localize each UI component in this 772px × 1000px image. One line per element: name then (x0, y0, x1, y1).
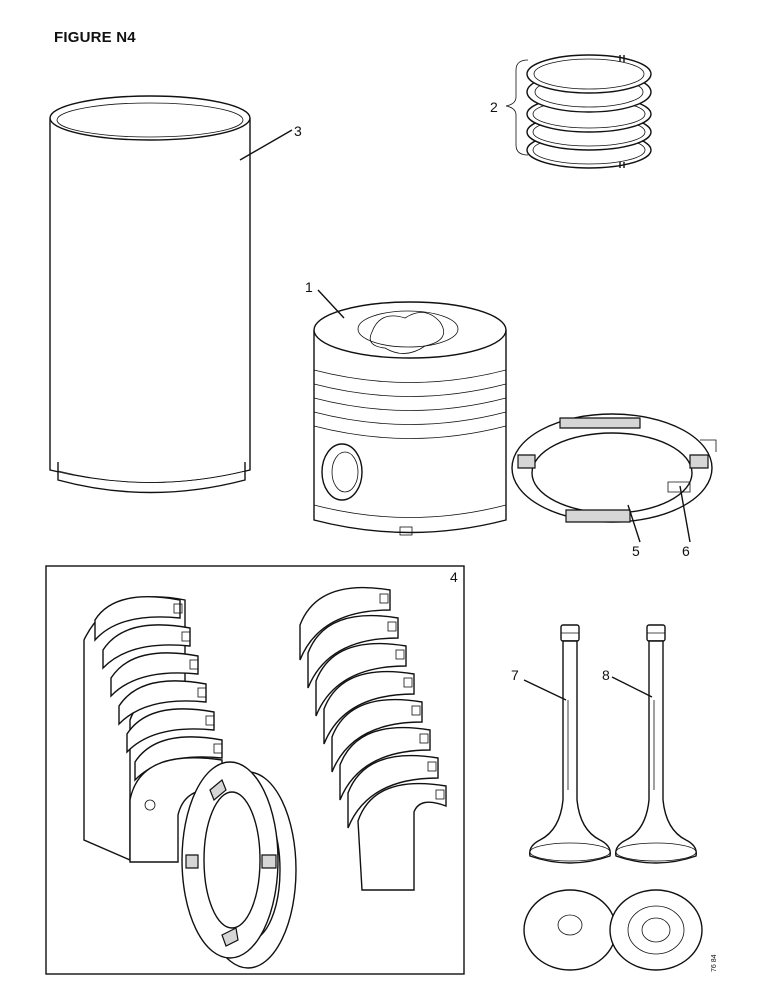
bearing-shells-right (299, 586, 447, 891)
callout-5: 5 (632, 543, 640, 559)
bearing-kit-frame (45, 565, 465, 975)
callout-2: 2 (490, 99, 498, 115)
callout-8: 8 (602, 667, 610, 683)
callout-1: 1 (305, 279, 313, 295)
reference-code: 76 84 (711, 954, 718, 972)
callout-4: 4 (450, 569, 458, 585)
piston-rings (505, 54, 652, 169)
figure-title: FIGURE N4 (54, 29, 136, 46)
piston (313, 301, 507, 536)
cylinder-liner (49, 95, 251, 494)
valve-7 (523, 624, 617, 971)
kit-thrust-washers (181, 761, 297, 969)
callout-6: 6 (682, 543, 690, 559)
thrust-washer (511, 413, 717, 523)
callout-3: 3 (294, 123, 302, 139)
callout-7: 7 (511, 667, 519, 683)
valve-8 (609, 624, 703, 971)
